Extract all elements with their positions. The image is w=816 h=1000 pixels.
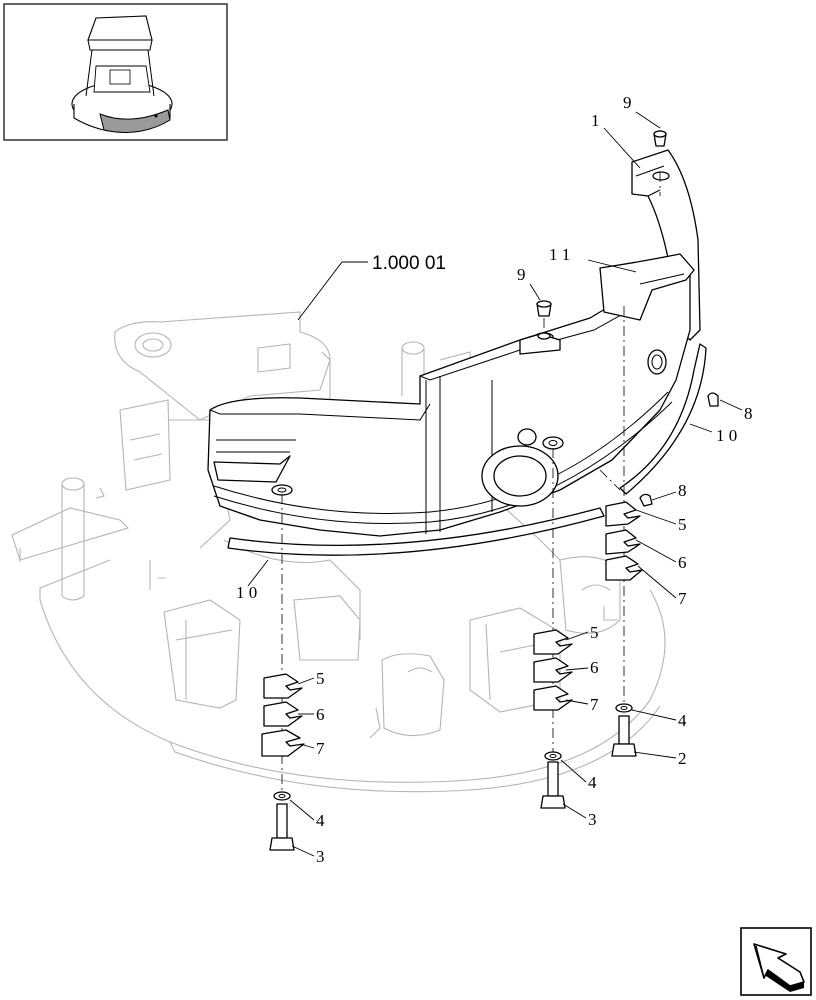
callout-5-right: 5 xyxy=(678,515,687,534)
machine-overview-thumbnail[interactable] xyxy=(3,3,228,141)
shim-stack-middle xyxy=(533,629,573,711)
callout-7-right: 7 xyxy=(678,589,687,608)
navigation-arrow-icon[interactable] xyxy=(740,927,812,996)
callout-6-middle: 6 xyxy=(590,658,599,677)
bolt-part-3-left xyxy=(269,803,295,851)
callout-10-left: 1 0 xyxy=(236,583,257,602)
washer-part-4-middle xyxy=(544,751,562,761)
callout-4-left: 4 xyxy=(316,811,325,830)
pin-part-9-top xyxy=(653,130,667,147)
callout-9-mid: 9 xyxy=(517,265,526,284)
bolt-part-2 xyxy=(611,715,637,757)
bolt-part-3-middle xyxy=(540,761,566,809)
callout-2: 2 xyxy=(678,749,687,768)
counterweight-part-1 xyxy=(207,149,701,537)
callout-5-left: 5 xyxy=(316,669,325,688)
pin-part-8-lower xyxy=(639,493,653,507)
callout-5-middle: 5 xyxy=(590,623,599,642)
reference-label: 1.000 01 xyxy=(372,253,446,274)
callout-4-middle: 4 xyxy=(588,773,597,792)
shim-stack-right xyxy=(605,501,643,581)
pin-part-8-upper xyxy=(707,392,719,407)
callout-8-upper: 8 xyxy=(744,404,753,423)
assembly-reference[interactable]: 1.000 01 xyxy=(297,253,446,321)
callout-11: 1 1 xyxy=(549,245,570,264)
callout-1: 1 xyxy=(591,111,600,130)
strip-part-10-left xyxy=(227,507,605,556)
callout-3-left: 3 xyxy=(316,847,325,866)
callout-4-right: 4 xyxy=(678,711,687,730)
shim-stack-left xyxy=(261,673,305,757)
strip-part-10-right xyxy=(619,343,707,495)
callout-6-right: 6 xyxy=(678,553,687,572)
callout-7-left: 7 xyxy=(316,739,325,758)
callout-labels: 9 1 1 1 9 8 1 0 8 5 6 7 1 0 5 6 7 4 2 5 … xyxy=(236,93,753,866)
pin-part-9-mid xyxy=(536,300,552,317)
callout-10-right: 1 0 xyxy=(716,426,737,445)
upper-frame-structure xyxy=(11,311,666,793)
callout-8-lower: 8 xyxy=(678,481,687,500)
washer-part-4-left xyxy=(273,791,291,801)
callout-7-middle: 7 xyxy=(590,695,599,714)
callout-9-top: 9 xyxy=(623,93,632,112)
plate-part-11 xyxy=(599,253,695,321)
callout-6-left: 6 xyxy=(316,705,325,724)
washer-part-4-right xyxy=(615,703,633,713)
callout-3-middle: 3 xyxy=(588,810,597,829)
callout-leaders xyxy=(247,111,743,857)
